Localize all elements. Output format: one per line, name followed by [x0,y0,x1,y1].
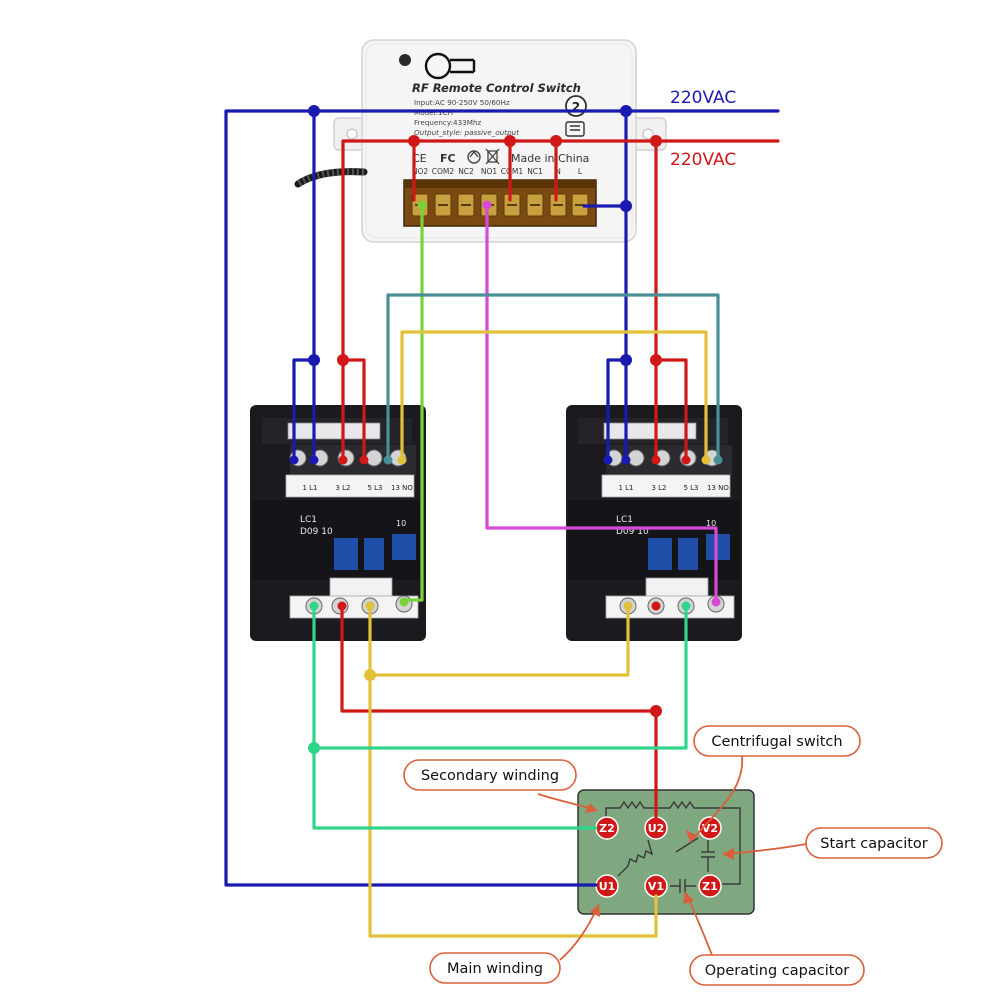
wire-junctions [289,105,723,754]
contactor-right-brand: LC1 [616,515,633,525]
contactor-left-brand: LC1 [300,515,317,525]
terminal-label-no2: NO2 [412,167,429,176]
module-terminal-labels: NO2 COM2 NC2 NO1 COM1 NC1 N L [412,167,583,176]
motor-terminal-u2: U2 [648,822,665,835]
terminal-label-com2: COM2 [432,167,455,176]
terminal-label-l: L [578,167,583,176]
contactor-right-aux: 10 [706,519,716,528]
made-in-label: Made in China [511,152,589,165]
module-title: RF Remote Control Switch [412,81,581,95]
motor-terminal-v2: V2 [702,822,718,835]
contactor-left-aux: 10 [396,519,406,528]
motor-terminal-z2: Z2 [599,822,615,835]
contactor-right-top-terminal-13: 13 NO [707,484,729,492]
neutral-wire [224,109,780,887]
operating-capacitor-symbol [670,879,696,893]
module-output-style: Output_style: passive_output [414,128,520,137]
callout-secondary-winding: Secondary winding [421,768,559,784]
badge-number: 2 [572,100,580,114]
badge-icon: 2 [565,95,587,117]
main-winding-coil [617,839,654,877]
fcc-icon: FC [440,152,456,165]
contactor-right-bottom-terminal-4: 4 T2 [651,620,666,628]
contactor-right-bottom-terminal-14: 14 NO [707,620,729,628]
contactor-right-top-labels: 1 L1 3 L2 5 L3 13 NO [618,484,729,492]
contactor-left-top-labels: 1 L1 3 L2 5 L3 13 NO [302,484,413,492]
contactor-right-top-terminal-5: 5 L3 [683,484,698,492]
ce-mark: CE [412,152,427,165]
module-input: Input:AC 90-250V 50/60Hz [414,98,510,107]
motor-terminal-u1: U1 [599,880,616,893]
neutral-supply-label: 220VAC [670,88,736,108]
coil-wire-left [402,203,424,602]
contactor-left-top-terminal-13: 13 NO [391,484,413,492]
contactor-left-model: D09 10 [300,527,333,537]
centrifugal-switch-contact [675,837,699,853]
callout-operating-capacitor: Operating capacitor [705,963,850,979]
callout-start-capacitor: Start capacitor [820,836,928,852]
terminal-label-nc1: NC1 [527,167,543,176]
module-frequency: Frequency:433Mhz [414,118,482,127]
live-supply-label: 220VAC [670,150,736,170]
coil-wire-right [485,203,718,602]
live-wire [340,139,780,820]
secondary-winding-coil [605,800,657,828]
contactor-right-top-terminal-3: 3 L2 [651,484,666,492]
antenna-cable [294,168,368,188]
key-icon [424,52,476,80]
callout-main-winding: Main winding [447,961,543,977]
callout-centrifugal-switch: Centrifugal switch [711,734,842,750]
weee-bin-icon [485,148,500,165]
interlock-wire-teal [386,293,720,460]
motor-terminal-z1: Z1 [702,880,718,893]
contactor-right-model: D09 10 [616,527,649,537]
terminal-label-nc2: NC2 [458,167,474,176]
contactor-left-top-terminal-5: 5 L3 [367,484,382,492]
callouts: Centrifugal switch Secondary winding Sta… [403,725,943,986]
terminal-label-n: N [555,167,561,176]
start-capacitor-symbol [701,840,715,872]
contactor-right-top-terminal-1: 1 L1 [618,484,633,492]
contactor-left-top-terminal-1: 1 L1 [302,484,317,492]
contactor-right-bottom-terminal-2: 2 T1 [618,620,633,628]
motor-terminal-v1: V1 [648,880,664,893]
contactor-left-bottom-terminal-14: 14 NO [391,620,413,628]
contactor-right-bottom-labels: 2 T1 4 T2 6 T3 14 NO [618,620,729,628]
contactor-left-top-terminal-3: 3 L2 [335,484,350,492]
terminal-label-no1: NO1 [481,167,498,176]
interlock-wire-yellow [368,330,708,938]
terminal-label-com1: COM1 [501,167,524,176]
recycle-icon [467,150,481,164]
contactor-left-bottom-terminal-6: 6 T3 [367,620,382,628]
contactor-right-bottom-terminal-6: 6 T3 [683,620,698,628]
reverse-wire [312,604,688,830]
antenna-hole [399,54,411,66]
contactor-left-bottom-terminal-2: 2 T1 [302,620,317,628]
certification-icon [565,121,585,137]
fc-mark: FC [440,152,456,165]
